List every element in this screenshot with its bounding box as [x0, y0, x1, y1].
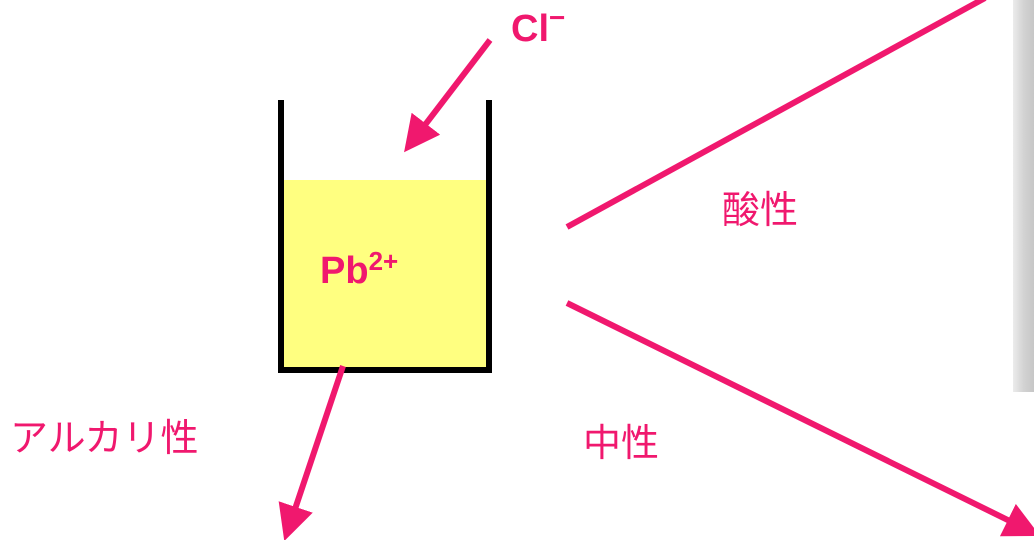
ion-charge: 2+ [368, 246, 399, 276]
reagent-label: Cl− [511, 4, 565, 50]
precipitate-photo [1013, 0, 1034, 392]
beaker [278, 100, 492, 373]
acid-branch-line [565, 0, 987, 230]
reagent-arrow [404, 38, 493, 153]
ion-symbol: Pb [320, 250, 369, 292]
reagent-charge: − [549, 2, 566, 33]
reagent-symbol: Cl [511, 8, 549, 50]
acid-condition-label: 酸性 [722, 190, 799, 232]
beaker-solution [281, 180, 487, 368]
neutral-condition-label: 中性 [583, 423, 660, 465]
neutral-branch-arrow [565, 300, 1034, 537]
solution-ion-label: Pb2+ [320, 248, 398, 292]
alkaline-branch-arrow [278, 365, 346, 540]
alkaline-condition-label: アルカリ性 [10, 418, 199, 460]
